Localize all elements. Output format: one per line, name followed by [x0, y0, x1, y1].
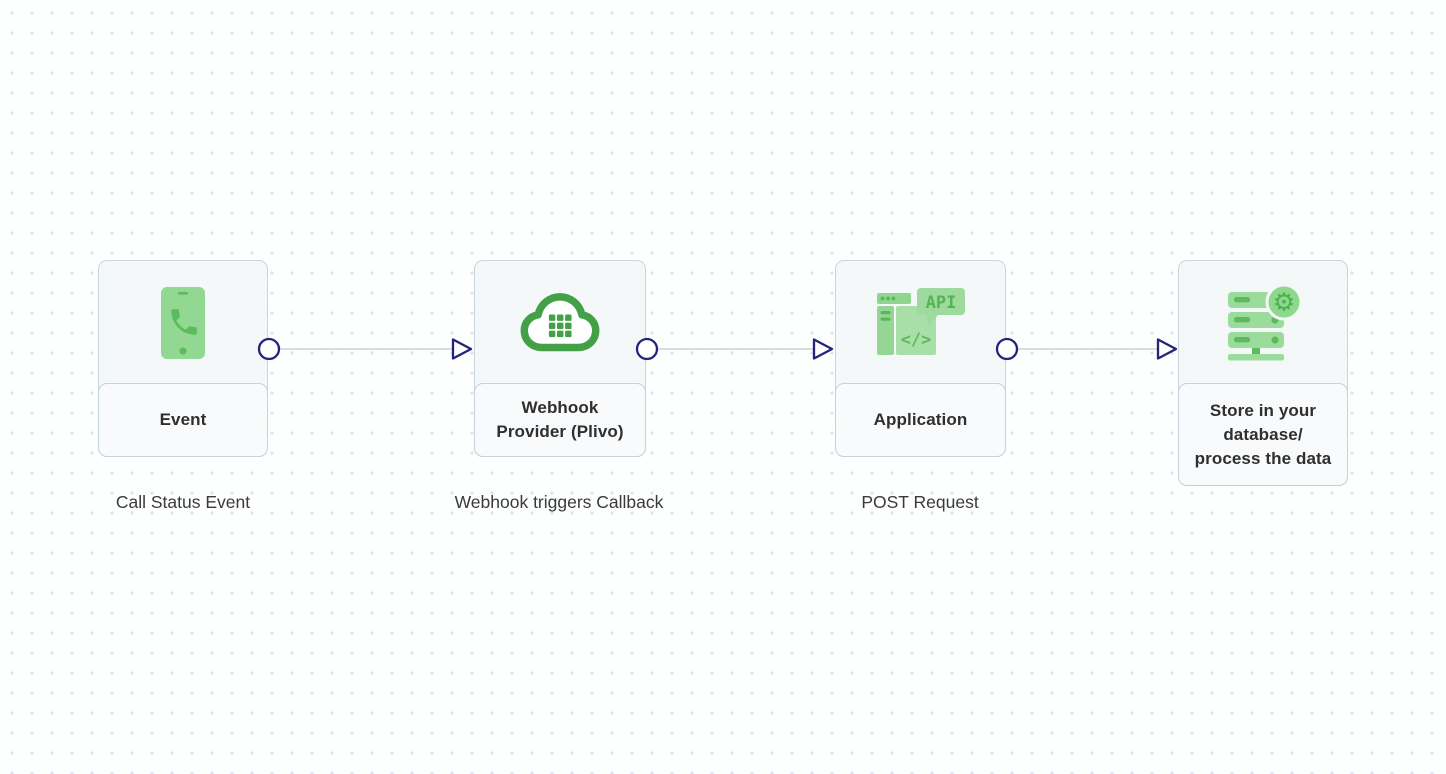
node-title: Webhook Provider (Plivo)	[496, 398, 624, 441]
gear-glyph: ⚙	[1273, 288, 1295, 317]
node-title: Event	[159, 410, 207, 429]
node-caption: Call Status Event	[115, 492, 251, 512]
code-glyph: </>	[900, 330, 931, 350]
node-icon-area	[475, 261, 645, 385]
flow-node-webhook-provider[interactable]: Webhook Provider (Plivo)	[474, 260, 646, 457]
node-label-box: Store in your database/ process the data	[1178, 383, 1348, 486]
api-glyph: API	[925, 293, 956, 313]
phone-icon	[161, 287, 205, 359]
flow-node-application[interactable]: </> API Application	[835, 260, 1006, 457]
cloud-dialpad-icon	[520, 293, 600, 352]
input-arrow-icon	[812, 338, 834, 360]
node-label-box: Webhook Provider (Plivo)	[474, 383, 646, 457]
node-label-box: Application	[835, 383, 1006, 457]
flow-node-store-database[interactable]: ⚙ Store in your database/ process the da…	[1178, 260, 1348, 486]
input-arrow-icon	[1156, 338, 1178, 360]
database-gear-icon: ⚙	[1228, 284, 1303, 361]
input-arrow-icon	[451, 338, 473, 360]
node-title: Application	[873, 410, 968, 429]
node-caption: POST Request	[861, 492, 979, 512]
node-icon-area: </> API	[836, 261, 1005, 385]
node-label-box: Event	[98, 383, 268, 457]
flow-node-event[interactable]: Event	[98, 260, 268, 457]
node-title: Store in your database/ process the data	[1194, 400, 1332, 468]
node-caption: Webhook triggers Callback	[454, 492, 664, 512]
node-icon-area	[99, 261, 267, 385]
api-window-icon: </> API	[876, 288, 965, 355]
node-icon-area: ⚙	[1179, 261, 1347, 385]
